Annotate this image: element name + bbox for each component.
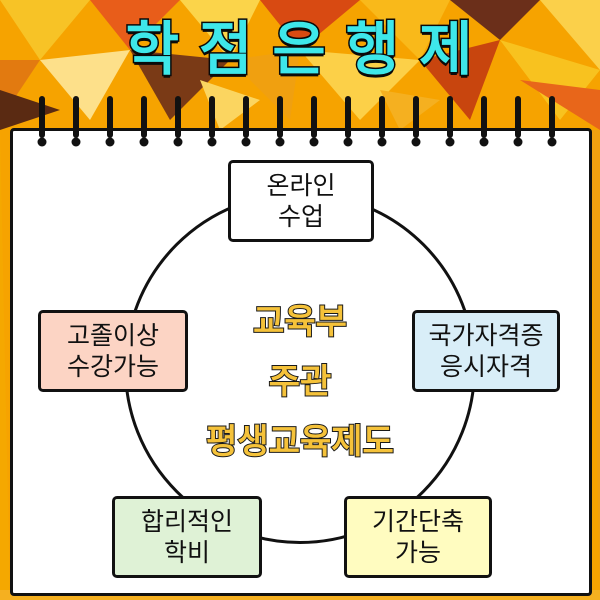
binder-ring [37, 96, 47, 147]
binder-ring [241, 96, 251, 147]
box-line: 합리적인 [140, 507, 233, 536]
center-line: 교육부 [252, 301, 348, 343]
binder-ring [173, 96, 183, 147]
box-tuition: 합리적인 학비 [112, 496, 262, 578]
binder-ring [275, 96, 285, 147]
binder-ring [71, 96, 81, 147]
title-char: 학 [124, 14, 181, 85]
binder-ring [309, 96, 319, 147]
page-title: 학 점 은 행 제 [0, 4, 600, 85]
title-char: 행 [344, 14, 402, 85]
center-line: 평생교육제도 [205, 421, 395, 463]
binder-ring [513, 96, 523, 147]
binder-ring [207, 96, 217, 147]
box-line: 온라인 [266, 171, 336, 200]
binder-ring [547, 96, 557, 147]
box-line: 가능 [394, 538, 441, 567]
binder-ring [445, 96, 455, 147]
box-line: 고졸이상 [66, 321, 159, 350]
box-line: 수업 [277, 202, 324, 231]
binder-ring [139, 96, 149, 147]
box-shortened-period: 기간단축 가능 [344, 496, 492, 578]
binder-ring [479, 96, 489, 147]
box-certificate: 국가자격증 응시자격 [412, 310, 560, 392]
title-char: 제 [418, 14, 475, 85]
box-line: 학비 [163, 538, 210, 567]
box-online-class: 온라인 수업 [228, 160, 374, 242]
binder-ring [105, 96, 115, 147]
center-line: 주관 [268, 361, 333, 403]
title-char: 점 [197, 14, 255, 85]
binder-ring [411, 96, 421, 147]
box-line: 응시자격 [439, 352, 532, 381]
box-line: 수강가능 [66, 352, 159, 381]
title-char: 은 [271, 14, 328, 85]
box-line: 기간단축 [371, 507, 464, 536]
binder-ring [343, 96, 353, 147]
center-text: 교육부 주관 평생교육제도 [170, 292, 430, 472]
binder-ring [377, 96, 387, 147]
box-line: 국가자격증 [428, 321, 544, 350]
box-high-school: 고졸이상 수강가능 [38, 310, 188, 392]
